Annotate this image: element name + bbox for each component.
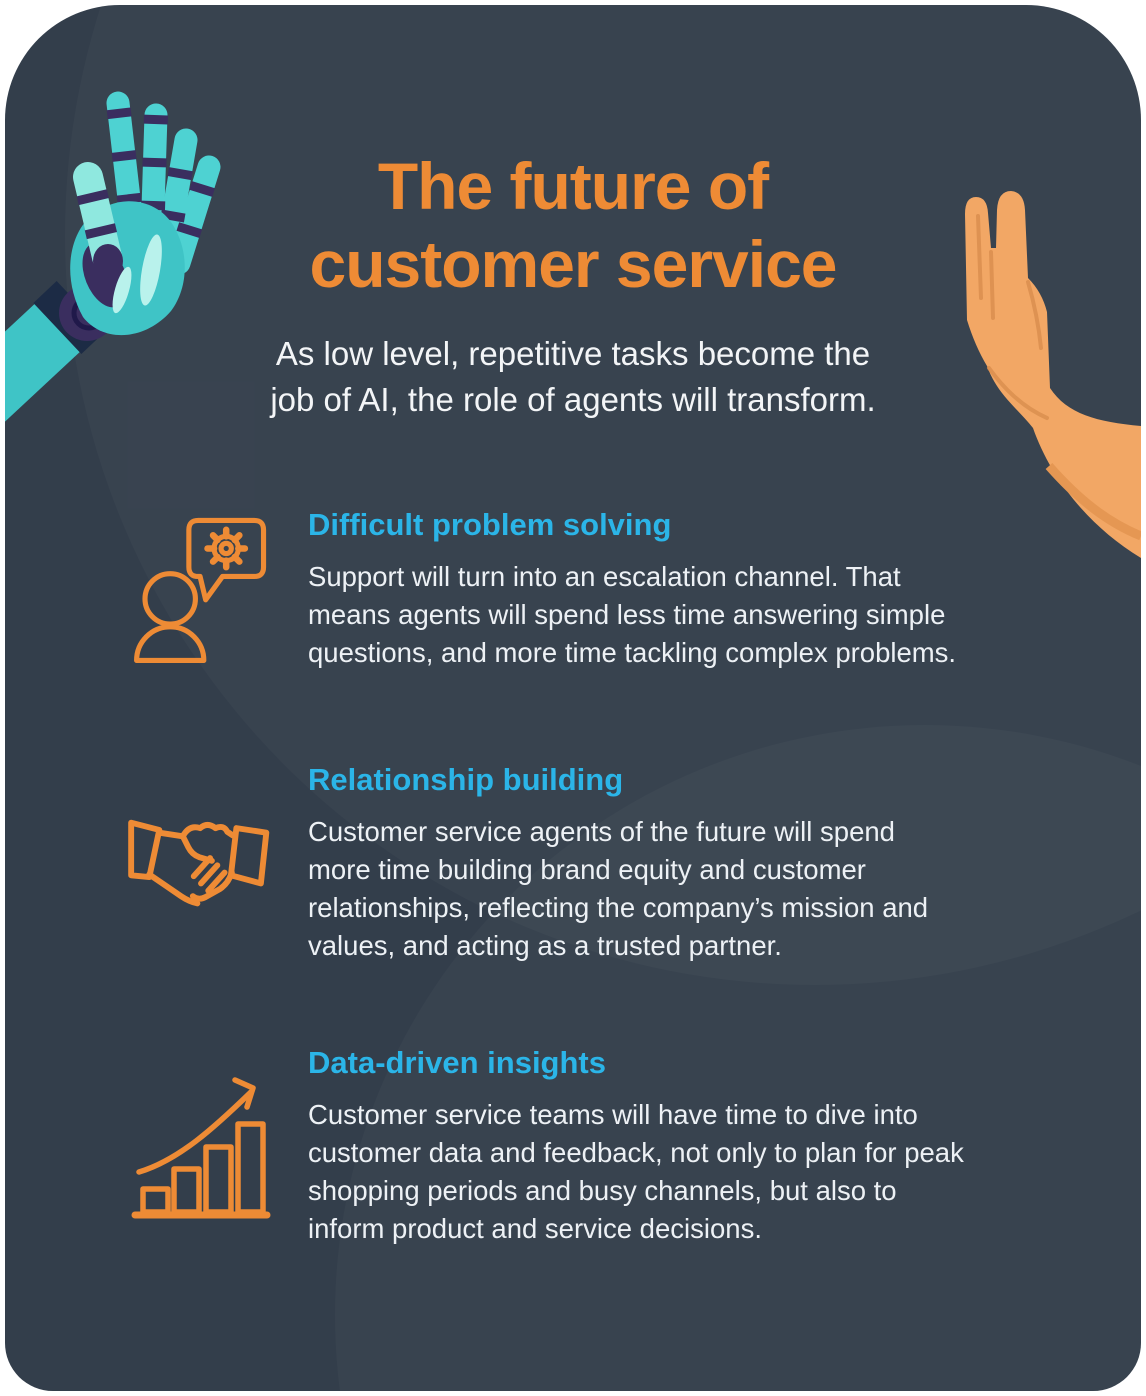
person-speech-gear-icon — [133, 517, 266, 663]
section-text: Relationship building Customer service a… — [308, 762, 1053, 965]
robot-hand-illustration — [5, 91, 221, 422]
section-body: Support will turn into an escalation cha… — [308, 561, 957, 668]
section-data-driven-insights: Data-driven insights Customer service te… — [93, 1045, 1053, 1248]
sections: Difficult problem solving Support will t… — [5, 507, 1141, 1248]
page-title: The future of customer service — [309, 149, 838, 301]
handshake-icon — [127, 819, 269, 907]
growth-bar-chart-icon — [131, 1076, 270, 1218]
page-subtitle: As low level, repetitive tasks become th… — [270, 335, 876, 418]
section-body: Customer service agents of the future wi… — [308, 816, 929, 961]
section-heading: Difficult problem solving — [308, 507, 672, 542]
section-heading: Relationship building — [308, 762, 624, 797]
section-difficult-problem-solving: Difficult problem solving Support will t… — [93, 507, 1053, 672]
section-icon-column — [93, 1072, 308, 1222]
human-hand-illustration — [965, 191, 1141, 558]
section-text: Data-driven insights Customer service te… — [308, 1045, 1053, 1248]
section-text: Difficult problem solving Support will t… — [308, 507, 1053, 672]
section-body: Customer service teams will have time to… — [308, 1099, 964, 1244]
section-relationship-building: Relationship building Customer service a… — [93, 762, 1053, 965]
section-icon-column — [93, 513, 308, 667]
card-background: The future of customer service As low le… — [5, 5, 1141, 1391]
section-icon-column — [93, 800, 308, 927]
section-heading: Data-driven insights — [308, 1045, 606, 1080]
